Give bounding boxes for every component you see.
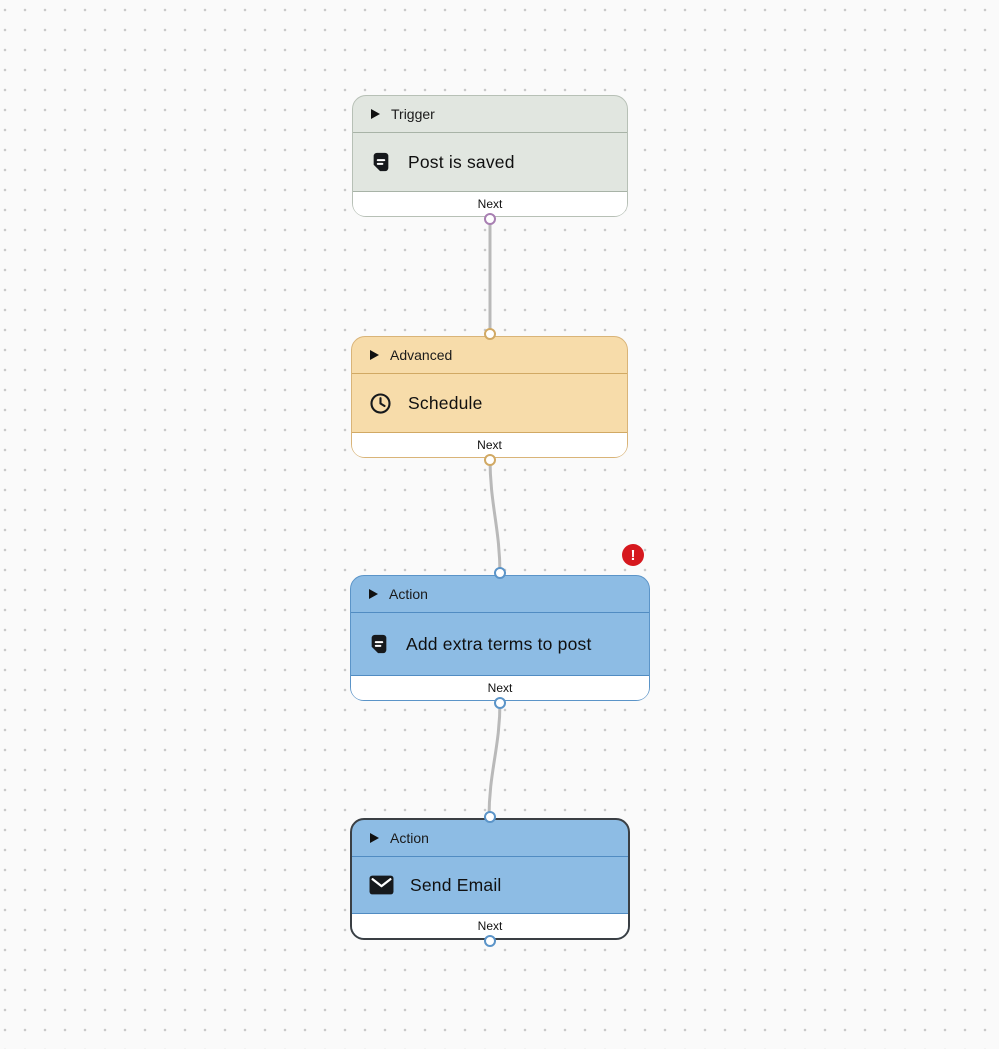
workflow-node-advanced[interactable]: Advanced Schedule Next [351,328,628,466]
node-header[interactable]: Action [352,820,628,857]
next-label: Next [477,197,503,211]
node-footer: Next [353,191,627,216]
expand-triangle-icon[interactable] [371,109,380,119]
node-title: Send Email [410,874,502,895]
output-port[interactable] [494,697,506,709]
edge-connector-2[interactable] [488,456,502,577]
node-footer: Next [351,675,649,700]
node-category-label: Advanced [390,347,453,363]
next-label: Next [477,919,503,933]
node-category-label: Trigger [391,106,435,122]
input-port[interactable] [483,328,496,340]
node-header[interactable]: Action [351,576,649,613]
node-category-label: Action [389,586,428,602]
expand-triangle-icon[interactable] [369,589,378,599]
node-footer: Next [352,913,628,938]
document-icon [370,151,392,173]
node-title: Post is saved [408,151,515,172]
workflow-node-action-add-terms[interactable]: ! Action Add extra terms to post Next [350,544,650,709]
expand-triangle-icon[interactable] [370,350,379,360]
node-body[interactable]: Add extra terms to post [351,613,649,675]
node-footer: Next [352,432,627,457]
output-port[interactable] [484,935,496,947]
node-body[interactable]: Schedule [352,374,627,432]
workflow-node-action-send-email[interactable]: Action Send Email Next [350,811,630,947]
clock-icon [369,392,392,415]
input-port[interactable] [484,811,496,823]
envelope-icon [369,875,394,895]
document-icon [368,633,390,655]
node-header[interactable]: Trigger [353,96,627,133]
input-port[interactable] [494,567,506,579]
edge-connector-3[interactable] [487,699,502,820]
node-body[interactable]: Send Email [352,857,628,913]
node-title: Schedule [408,392,483,413]
exclamation-icon: ! [630,546,636,564]
node-header[interactable]: Advanced [352,337,627,374]
next-label: Next [477,438,502,452]
node-body[interactable]: Post is saved [353,133,627,191]
next-label: Next [487,681,513,695]
output-port[interactable] [484,213,496,225]
node-title: Add extra terms to post [406,633,592,654]
output-port[interactable] [483,454,496,466]
workflow-node-trigger[interactable]: Trigger Post is saved Next [352,95,628,225]
expand-triangle-icon[interactable] [370,833,379,843]
node-category-label: Action [390,830,429,846]
error-badge[interactable]: ! [622,544,644,566]
